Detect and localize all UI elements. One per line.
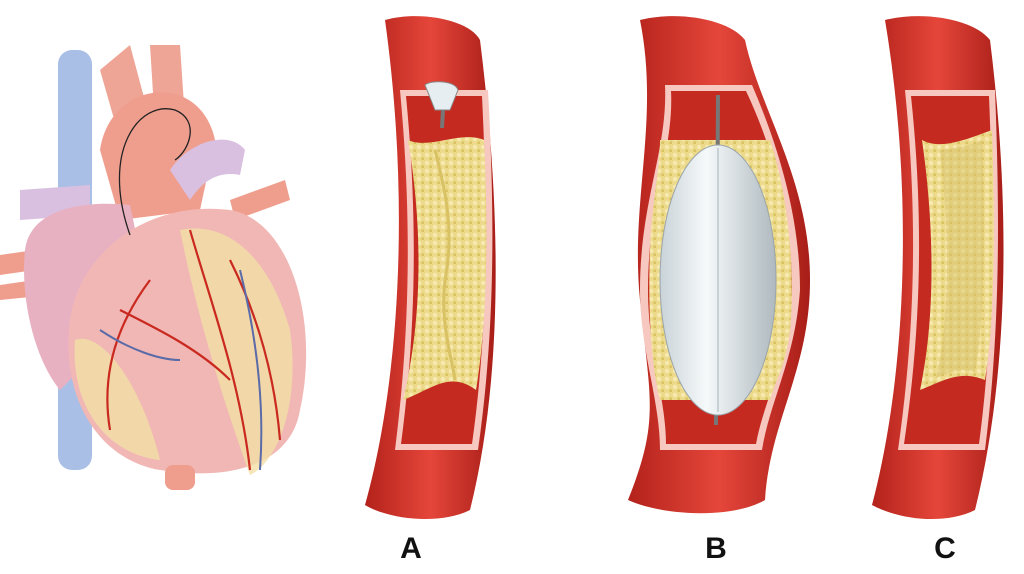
plaque-detail (433, 149, 457, 381)
panel-label-c: C (934, 532, 956, 565)
pulmonary-vein (230, 180, 290, 220)
coronary-arteries (106, 229, 282, 471)
artery-c (872, 16, 1004, 520)
plaque-shading (936, 140, 984, 378)
catheter-wire (440, 109, 445, 129)
heart-illustration (0, 45, 307, 490)
pulmonary-artery-right (170, 139, 245, 200)
plaque (403, 137, 487, 400)
inferior-vessel (165, 465, 195, 490)
coronary-veins (99, 269, 263, 471)
balloon-catheter-tip (424, 81, 459, 111)
guide-wire (118, 108, 191, 236)
artery-b (628, 16, 810, 514)
cardiac-fat (74, 338, 160, 460)
panel-label-a: A (400, 532, 422, 565)
artery-a (365, 16, 496, 520)
panel-label-b: B (705, 532, 727, 565)
